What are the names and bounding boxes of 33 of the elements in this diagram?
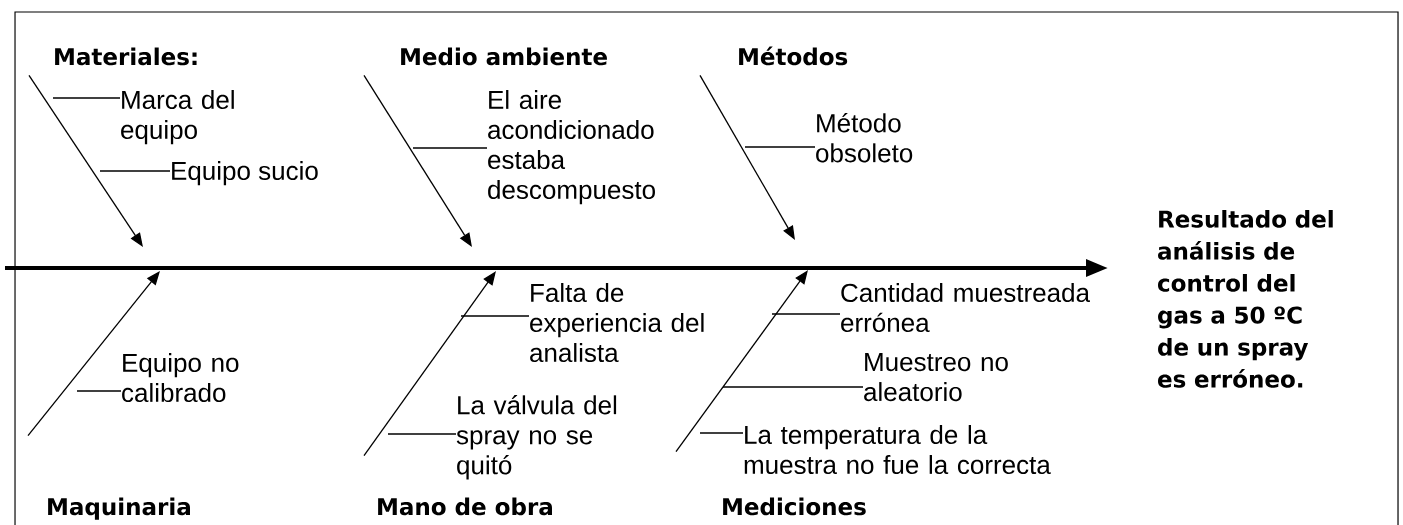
category-label: Métodos [739, 46, 848, 66]
cause-line [99, 170, 171, 172]
category-label: Mano de obra [378, 497, 552, 516]
bone-arrow [28, 74, 143, 247]
bone-arrow [363, 74, 472, 247]
cause-label: La válvula del spray no se quitó [456, 395, 617, 480]
bone-arrow [27, 271, 160, 437]
category-label: Medio ambiente [401, 47, 607, 66]
effect-label: Resultado del análisis de control del gas a 50 ºC de un spray es erróneo. [1158, 210, 1333, 388]
bone-arrow [675, 270, 808, 453]
cause-line [412, 147, 488, 149]
cause-label: Muestreo no aleatorio [864, 353, 1008, 402]
category-label: Maquinaria [48, 497, 190, 520]
bone-arrow [699, 74, 795, 240]
cause-line [460, 315, 530, 317]
category-label: Mediciones [723, 497, 866, 516]
cause-label: Cantidad muestreada errónea [841, 283, 1090, 333]
cause-line [52, 97, 121, 99]
category-label: Materiales: [55, 47, 197, 66]
cause-label: Equipo sucio [172, 161, 318, 186]
cause-label: La temperatura de la muestra no fue la correcta [744, 425, 1051, 475]
cause-label: Equipo no calibrado [122, 353, 239, 403]
cause-label: El aire acondicionado estaba descompuesto [488, 90, 655, 205]
cause-line [771, 313, 841, 315]
cause-line [744, 146, 816, 148]
cause-label: Falta de experiencia del analista [530, 283, 704, 363]
cause-line [722, 386, 864, 388]
bone-arrow [363, 271, 496, 457]
cause-line [387, 433, 457, 435]
cause-label: Marca del equipo [121, 90, 234, 145]
cause-line [76, 390, 122, 392]
cause-line [699, 432, 744, 434]
cause-label: Método obsoleto [816, 113, 913, 163]
